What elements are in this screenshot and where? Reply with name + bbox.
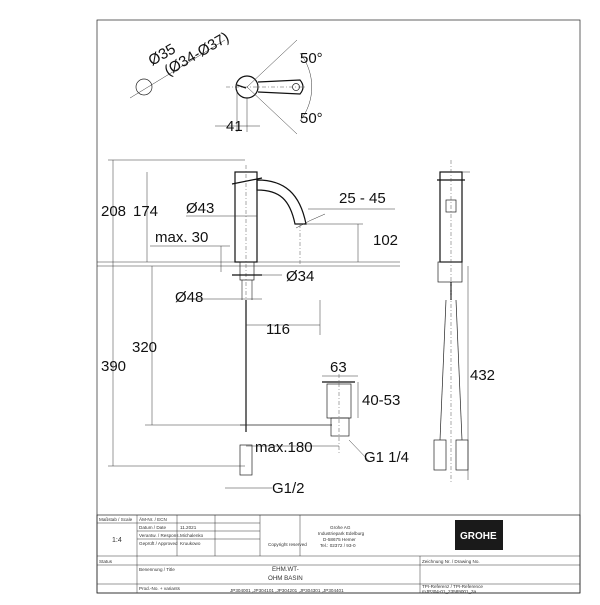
supply-connector (239, 444, 253, 476)
faucet-lever (231, 177, 263, 185)
grohe-logo-box (455, 520, 503, 550)
tb-company-street: Industriepark Edelburg (318, 531, 365, 536)
tb-tpi-value: mJP304-01_23589001_3a (422, 589, 477, 594)
front-view-hose-r (455, 299, 463, 441)
front-view-hose-total: 432 (470, 367, 495, 384)
side-view-spout-height: 102 (373, 232, 398, 249)
tb-company-city: D-58675 Hemer (323, 537, 356, 542)
top-view-angle-arc (299, 52, 313, 122)
front-view-connector-r (455, 439, 469, 471)
tb-status-label: Status (99, 559, 113, 564)
outer-frame (96, 19, 581, 594)
tb-company-tel: Tel.: 02372 / 93-0 (320, 543, 356, 548)
front-view-connector-l (433, 439, 447, 471)
top-view: Ø35 (Ø34-Ø37) 50° 50° 41 (129, 29, 323, 135)
top-view-offset: 41 (226, 118, 243, 135)
side-view-hose-length: 320 (132, 339, 157, 356)
dim-g114-leader (348, 439, 371, 463)
spout-angle-arc (295, 213, 326, 229)
tb-name-line2: OHM BASIN (268, 575, 303, 582)
side-view-base-diameter: Ø48 (175, 289, 203, 306)
tb-name-label: Benennung / Title (139, 567, 175, 572)
side-view-spout-angle: 25 - 45 (339, 190, 386, 207)
tb-approved-label: Geprüft / Approved (139, 541, 178, 546)
tb-company-name: Grohe AG (330, 525, 351, 530)
side-view-hole-diameter: Ø34 (286, 268, 314, 285)
tb-product-label: Prod.-No. + variants (139, 586, 181, 591)
tb-tpi-label: TPI-Referenz / TPI-Reference (422, 584, 483, 589)
top-view-angle-line-upper (246, 39, 298, 88)
side-view-waste-diameter: 63 (330, 359, 347, 376)
tb-copyright: Copyright reserved (268, 542, 307, 547)
side-view-body-diameter: Ø43 (186, 200, 214, 217)
side-view-max-waste: max.180 (255, 439, 313, 456)
front-view: 432 (433, 160, 495, 482)
side-view-thread-waste: G1 1/4 (364, 449, 409, 466)
top-view-angle-top: 50° (300, 50, 323, 67)
side-view-max-thickness: max. 30 (155, 229, 208, 246)
mounting-nut (239, 261, 255, 281)
side-view-waste-range: 40-53 (362, 392, 400, 409)
waste-body-lower (330, 417, 350, 437)
tb-product-value: JP304001 ,JP304101 ,JP304201 ,JP304301 ,… (230, 588, 344, 593)
tb-approved-value: Kruukowo (180, 541, 201, 546)
top-view-hole-circle (135, 78, 153, 96)
top-view-angle-bottom: 50° (300, 110, 323, 127)
tb-scale-value: 1:4 (112, 537, 122, 544)
tb-resp-label: Verantw. / Respons. (139, 533, 180, 538)
top-view-lever-mark (236, 84, 247, 89)
tb-date-label: Datum / Date (139, 525, 167, 530)
faucet-spout (256, 179, 307, 225)
side-view-height-body: 174 (133, 203, 158, 220)
top-view-aerator (292, 83, 300, 91)
tb-name-line1: EHM.WT- (272, 566, 299, 573)
side-view-thread-supply: G1/2 (272, 480, 305, 497)
grohe-logo: GROHE (460, 531, 497, 542)
front-view-base (437, 261, 463, 283)
top-view-angle-line-lower (246, 86, 298, 135)
tb-aenr-label: ÄM-Nr. / ECN (139, 516, 167, 522)
title-block-frame (96, 514, 581, 594)
side-view-height-total: 208 (101, 203, 126, 220)
tb-date-value: 11.2021 (180, 525, 197, 530)
tb-scale-label: Maßstab / Scale (99, 517, 133, 522)
tb-resp-value: Michalenko (180, 533, 204, 538)
top-view-diagonal-leader (129, 39, 226, 99)
side-view-reach: 116 (266, 321, 290, 338)
side-view-overall-height: 390 (101, 358, 126, 375)
top-view-spout-outline (257, 79, 304, 95)
tb-drawing-no-label: Zeichnung Nr. / Drawing No. (422, 559, 480, 564)
front-view-hose-l (439, 299, 447, 441)
title-block: Maßstab / Scale ÄM-Nr. / ECN 1:4 Datum /… (96, 514, 581, 594)
side-view: 208 174 390 320 Ø43 25 - 45 102 max. 30 (97, 159, 409, 497)
